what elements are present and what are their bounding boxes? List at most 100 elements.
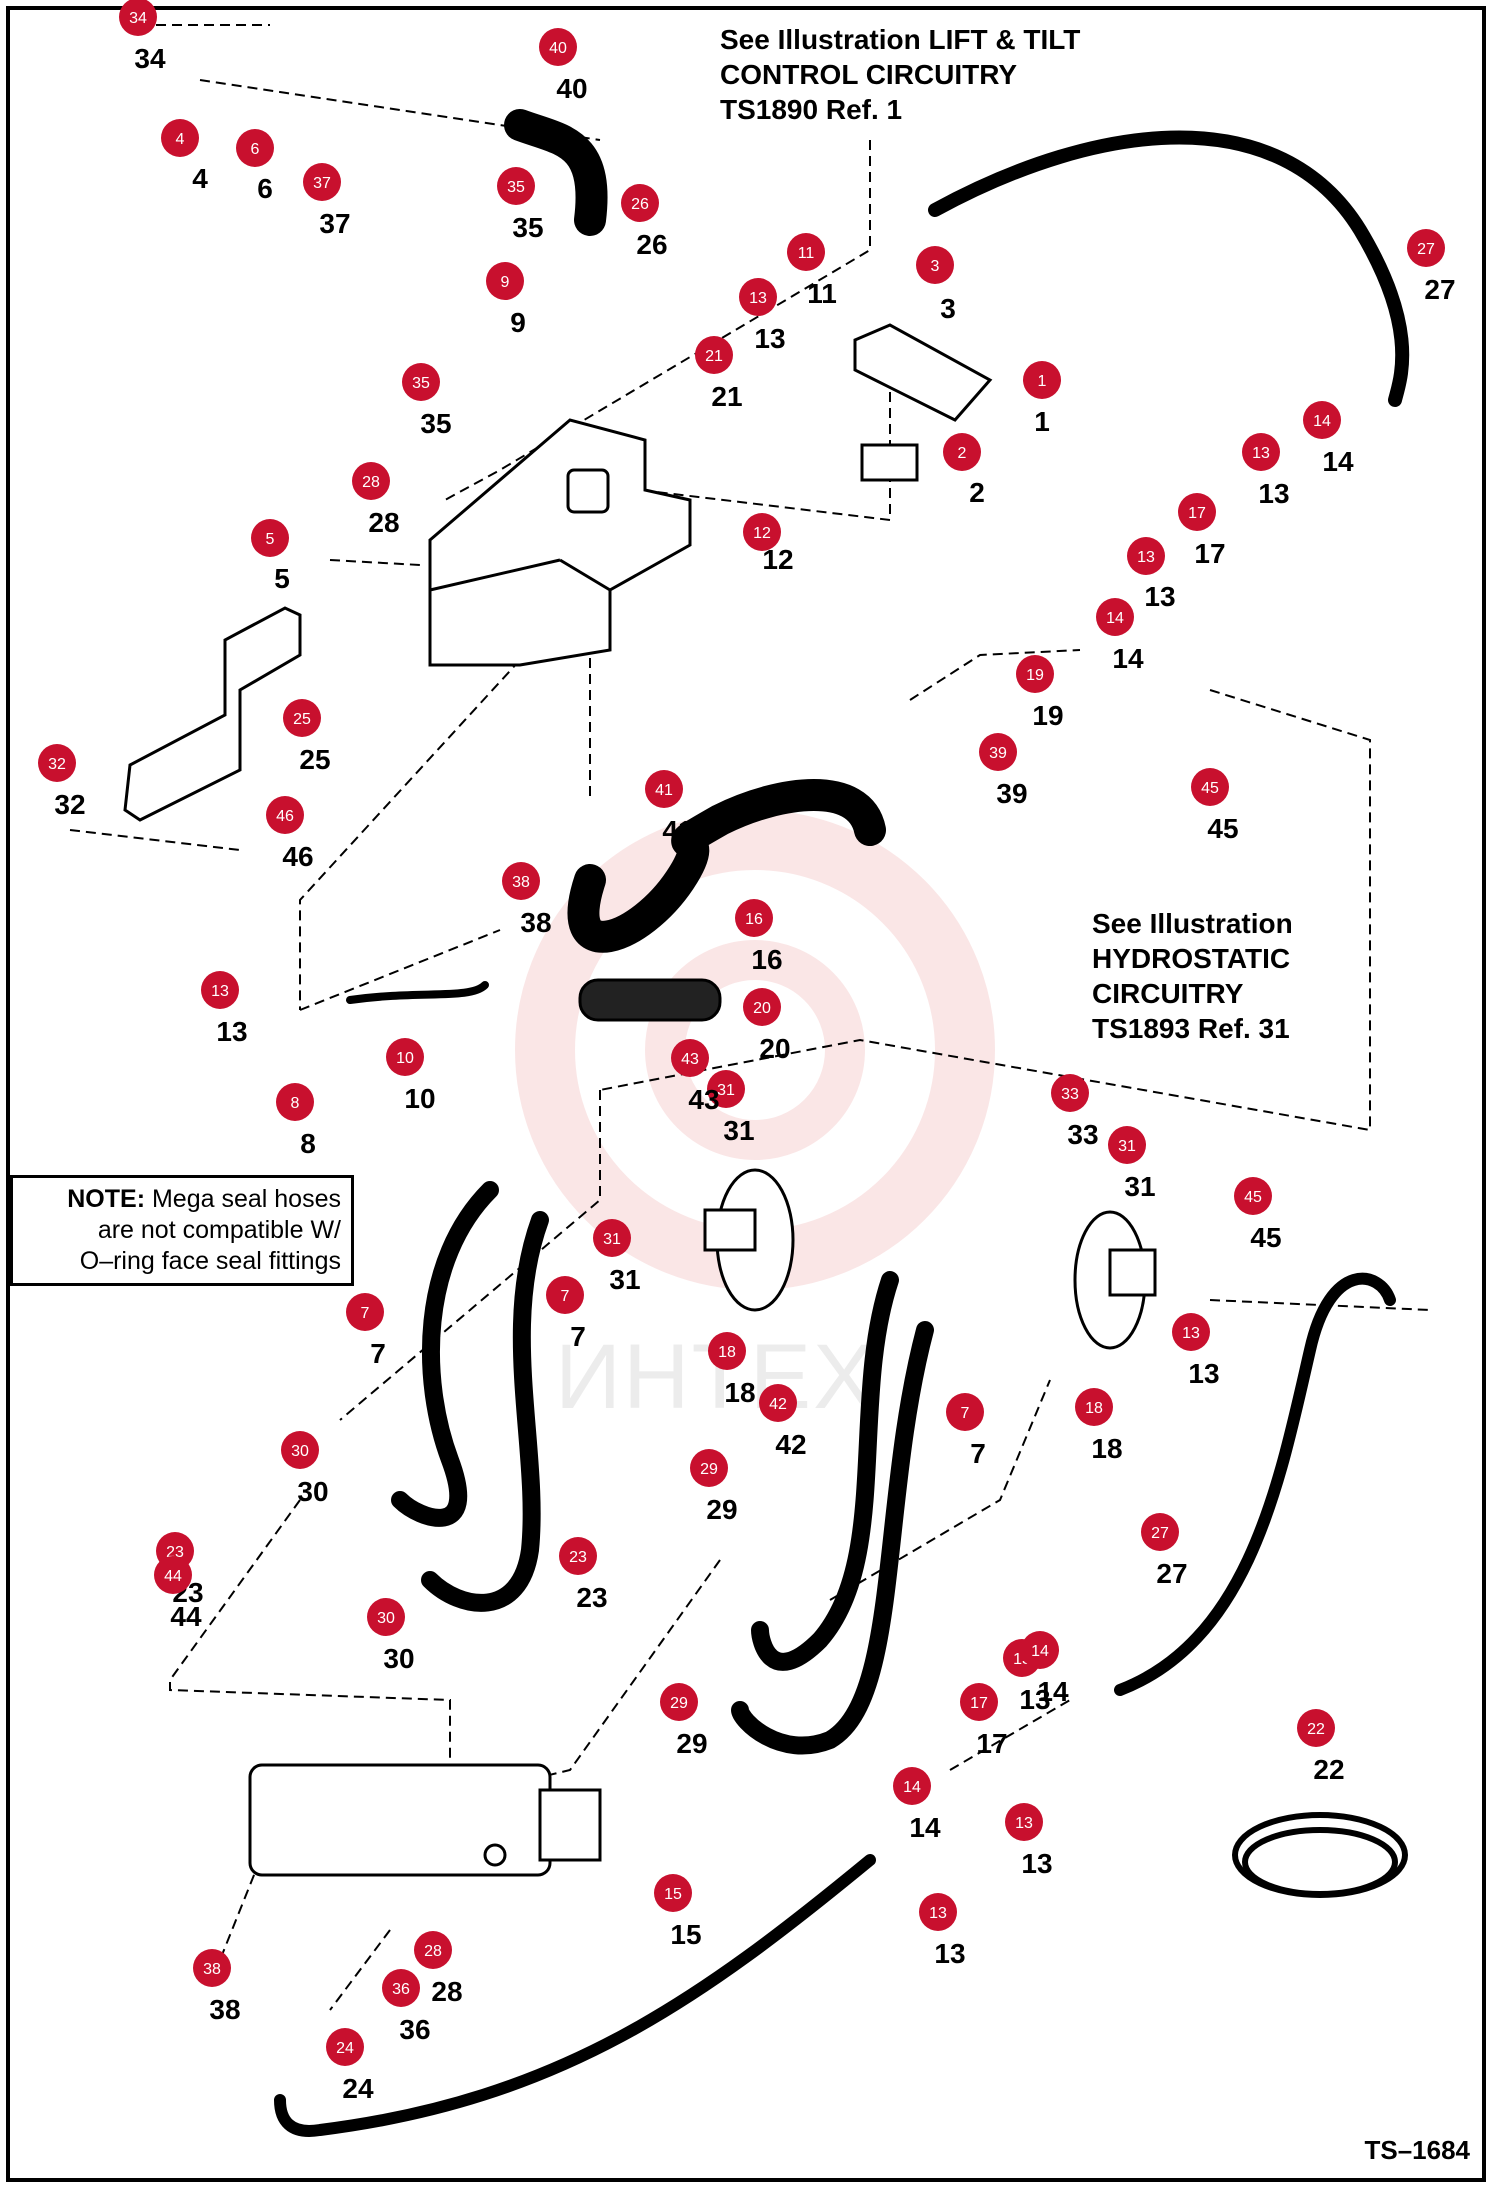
part-number-label: 33 [1067,1119,1098,1150]
part-badge-circle [502,862,540,900]
part-badge-number: 18 [1085,1400,1103,1417]
part-badge-number: 15 [664,1886,682,1903]
part-number-label: 43 [688,1084,719,1115]
part-badge-number: 37 [313,175,331,192]
part-badge-number: 30 [291,1443,309,1460]
part-badge-number: 46 [276,808,294,825]
part-badge-number: 35 [507,179,525,196]
part-number-label: 6 [257,173,273,204]
part-badge-2: 22 [943,433,985,508]
part-badge-circle [690,1449,728,1487]
part-badge-circle [1021,1631,1059,1669]
part-number-label: 28 [368,507,399,538]
part-badge-43: 43 43 [671,1039,720,1115]
part-badge-number: 27 [1151,1525,1169,1542]
motor-18-left [703,1168,795,1312]
part-badge-number: 9 [501,274,510,291]
part-badge-number: 8 [291,1095,300,1112]
hydrostatic-line-1: See Illustration [1092,908,1293,939]
part-badge-circle [283,699,321,737]
part-badge-circle [38,744,76,782]
part-badge-circle [414,1931,452,1969]
part-badge-circle [1051,1074,1089,1112]
part-number-label: 17 [976,1728,1007,1759]
part-badge-number: 41 [655,782,673,799]
part-number-label: 13 [934,1938,965,1969]
part-badge-number: 43 [681,1051,699,1068]
part-badge-number: 45 [1244,1189,1262,1206]
part-badge-circle [707,1070,745,1108]
part-number-label: 1 [1034,406,1050,437]
part-badge-number: 31 [1118,1138,1136,1155]
part-badge-circle [193,1949,231,1987]
part-badge-number: 30 [377,1610,395,1627]
part-badge-7: 77 [946,1393,986,1469]
hose-15 [274,1854,876,2137]
part-badge-circle [236,129,274,167]
part-number-label: 9 [510,307,526,338]
part-badge-circle [1303,401,1341,439]
part-badge-circle [352,462,390,500]
hydraulic-tank [428,418,692,667]
part-number-label: 10 [404,1083,435,1114]
part-number-label: 14 [909,1812,941,1843]
part-number-label: 5 [274,563,290,594]
part-badge-circle [367,1598,405,1636]
part-badge-circle [787,233,825,271]
part-number-label: 13 [1021,1848,1052,1879]
part-number-label: 18 [724,1377,755,1408]
part-badge-circle [979,733,1017,771]
part-badge-number: 7 [961,1405,970,1422]
part-badge-number: 13 [1252,445,1270,462]
hose-22-coil [1232,1812,1408,1898]
part-badge-number: 13 [929,1905,947,1922]
part-number-label: 13 [1019,1684,1050,1715]
part-badge-circle [621,184,659,222]
part-number-label: 23 [576,1582,607,1613]
part-badge-6: 66 [236,129,274,204]
part-badge-number: 31 [603,1231,621,1248]
part-badge-circle [154,1556,192,1594]
part-badge-circle [739,278,777,316]
part-badge-number: 12 [753,525,771,542]
part-badge-number: 5 [266,531,275,548]
part-badge-number: 22 [1307,1721,1325,1738]
part-badge-number: 13 [1182,1325,1200,1342]
part-badge-circle [1191,768,1229,806]
part-badge-number: 18 [718,1344,736,1361]
hose-27-lower [1114,1272,1396,1696]
hose-7-left-b [421,1211,549,1612]
part-number-label: 21 [711,381,742,412]
part-number-label: 16 [751,944,782,975]
part-number-label: 35 [420,408,451,439]
part-badge-31: 31 31 [1108,1126,1156,1202]
note-label: NOTE: [67,1185,146,1213]
part-number-label: 45 [1250,1222,1281,1253]
part-badge-circle [1172,1313,1210,1351]
part-badge-circle [654,1874,692,1912]
part-number-label: 31 [1124,1171,1155,1202]
part-badge-number: 42 [769,1396,787,1413]
part-number-label: 38 [209,1994,240,2025]
